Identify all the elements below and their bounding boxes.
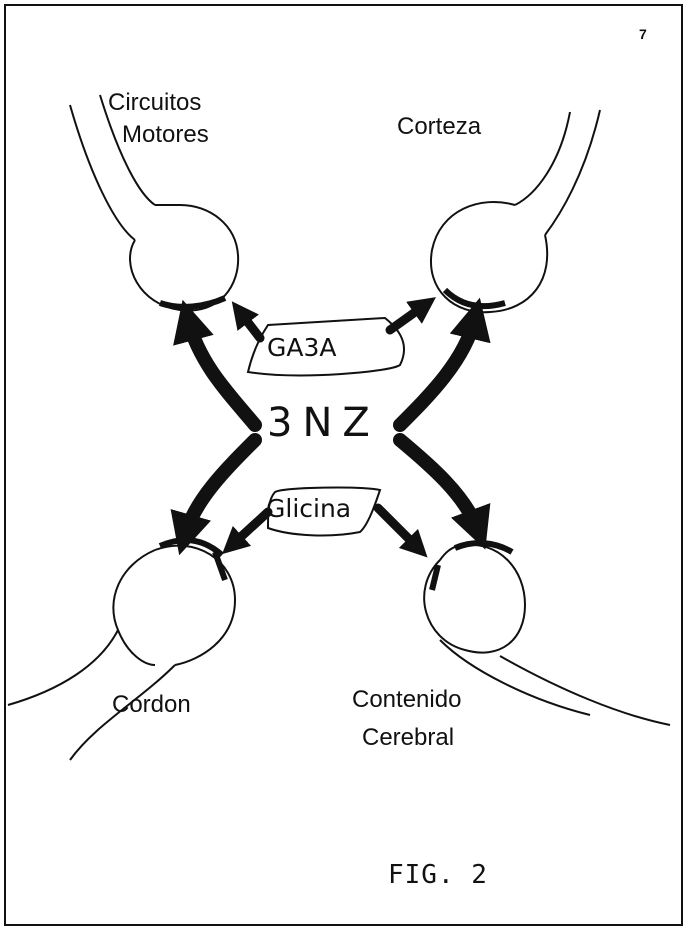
label-gaba: GA3A [267, 333, 336, 363]
neuron-cordon [8, 540, 235, 760]
arrow-glicina-to-contenido [378, 508, 418, 548]
arrow-to-contenido [400, 440, 478, 530]
arrow-glicina-to-cordon [232, 512, 268, 545]
label-circuitos: Circuitos [108, 88, 201, 118]
arrow-to-corteza [400, 318, 475, 425]
arrow-to-cordon [185, 440, 255, 535]
arrow-gaba-to-circuitos [240, 312, 260, 338]
axon-line [515, 112, 570, 205]
axon-line [545, 110, 600, 235]
figure-caption: FIG. 2 [388, 860, 488, 890]
label-contenido: Contenido [352, 685, 461, 715]
arrow-to-circuitos [188, 320, 255, 425]
label-glicina: Glicina [266, 494, 351, 524]
label-motores: Motores [122, 120, 209, 150]
arrow-gaba-to-corteza [390, 305, 425, 330]
label-center: 3NZ [267, 408, 380, 438]
axon-line [8, 630, 118, 705]
label-cordon: Cordon [112, 690, 191, 720]
axon-line [440, 640, 590, 715]
synapse-bar [160, 298, 225, 307]
label-cerebral: Cerebral [362, 723, 454, 753]
label-corteza: Corteza [397, 112, 481, 142]
synapse-bar [455, 543, 512, 552]
